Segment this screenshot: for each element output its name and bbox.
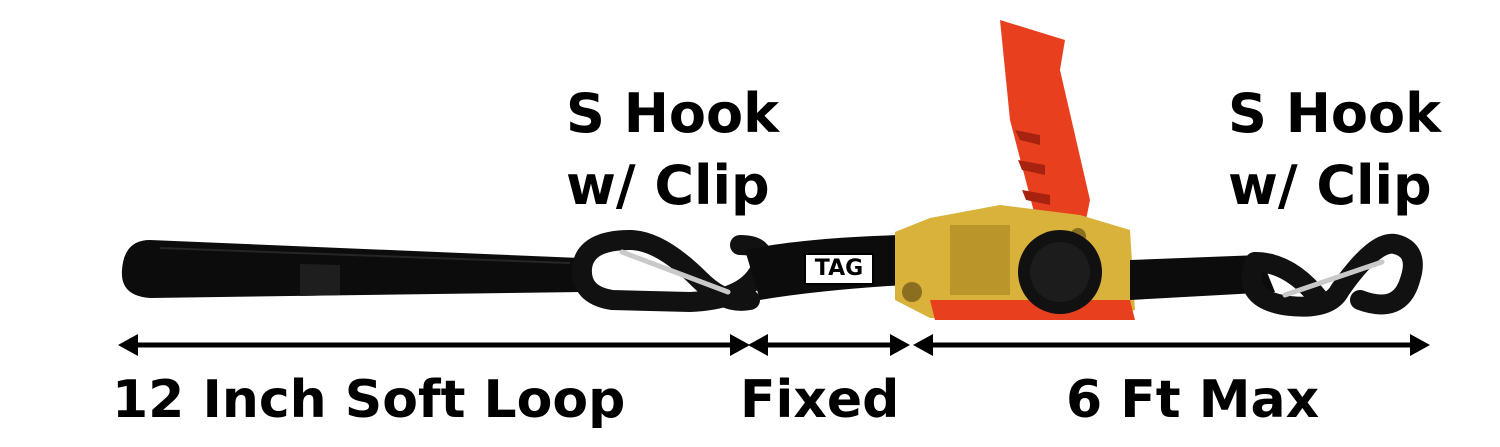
max-dimension-arrow xyxy=(913,334,1430,356)
left-hook-label-line2: w/ Clip xyxy=(566,154,770,217)
tag-box xyxy=(804,253,874,285)
ratchet-body-icon xyxy=(895,205,1135,320)
left-s-hook-icon xyxy=(571,230,773,313)
tag-label: TAG xyxy=(814,256,864,281)
left-hook-label-line1: S Hook xyxy=(566,82,779,145)
right-s-hook-icon xyxy=(1241,233,1423,317)
left-hook-label: S Hook w/ Clip xyxy=(566,78,779,222)
right-hook-label-line1: S Hook xyxy=(1228,82,1441,145)
loop-dimension-label: 12 Inch Soft Loop xyxy=(112,370,626,430)
retractable-strap xyxy=(1130,255,1275,300)
fixed-dimension-arrow xyxy=(748,334,910,356)
loop-dimension-arrow xyxy=(118,334,750,356)
right-hook-label-line2: w/ Clip xyxy=(1228,154,1432,217)
ratchet-handle-icon xyxy=(1000,20,1090,260)
fixed-dimension-label: Fixed xyxy=(740,370,900,430)
max-dimension-label: 6 Ft Max xyxy=(1066,370,1320,430)
soft-loop-strap xyxy=(121,240,582,298)
right-hook-label: S Hook w/ Clip xyxy=(1228,78,1441,222)
